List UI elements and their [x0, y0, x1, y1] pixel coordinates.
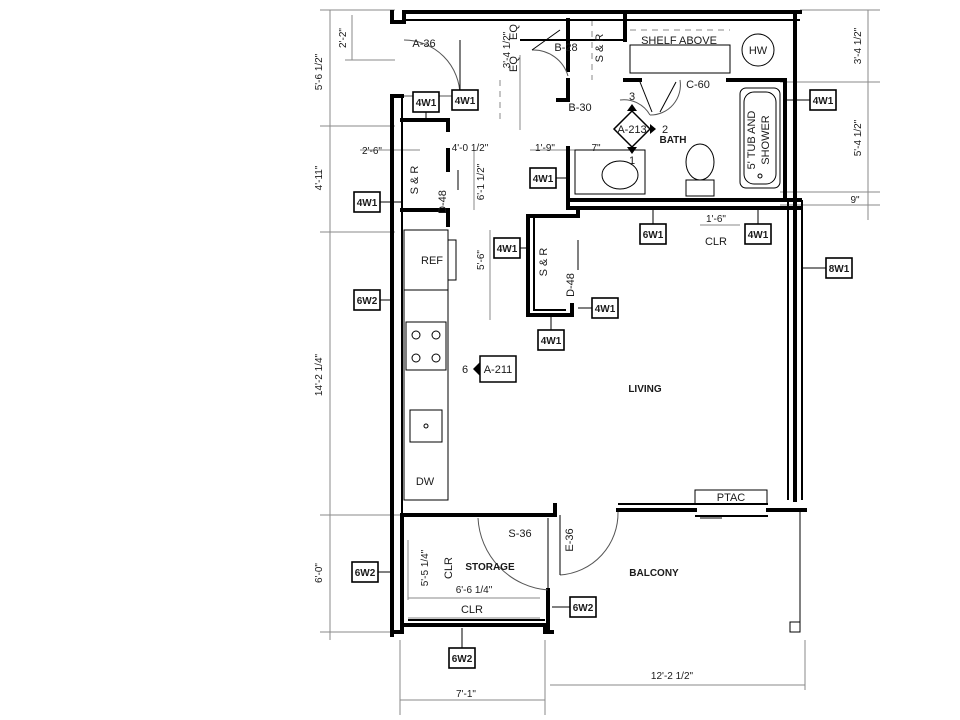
- svg-text:6W2: 6W2: [357, 296, 378, 307]
- svg-text:6W2: 6W2: [452, 654, 473, 665]
- clearance-label-bath: CLR: [705, 236, 727, 248]
- wall-tag-4w1-d: 4W1: [529, 167, 568, 189]
- wall-tag-8w1: 8W1: [802, 257, 853, 279]
- water-heater-label: HW: [749, 45, 768, 57]
- dim-1-9: 1'-9": [535, 143, 555, 154]
- wall-tag-6w2-b: 6W2: [351, 561, 392, 583]
- bath-fixtures: [574, 29, 781, 197]
- wall-tag-6w1: 6W1: [639, 208, 667, 245]
- door-label-s36: S-36: [508, 528, 531, 540]
- dim-3-4-half-left: 3'-4 1/2": [502, 31, 513, 68]
- svg-text:4W1: 4W1: [533, 174, 554, 185]
- dim-9: 9": [850, 195, 860, 206]
- dim-14-2-qtr: 14'-2 1/4": [314, 353, 325, 396]
- shelf-rod-label-top: S & R: [594, 34, 606, 63]
- svg-text:6W2: 6W2: [355, 568, 376, 579]
- wall-tag-4w1-c: 4W1: [353, 191, 402, 213]
- eq-label-2: EQ: [508, 56, 520, 72]
- door-label-a36: A-36: [412, 38, 435, 50]
- wall-tag-4w1-f: 4W1: [578, 297, 619, 319]
- shelf-rod-label-hall: S & R: [409, 166, 421, 195]
- dishwasher-label: DW: [416, 476, 435, 488]
- svg-text:4W1: 4W1: [455, 96, 476, 107]
- svg-text:6W1: 6W1: [643, 230, 664, 241]
- section-num-6: 6: [462, 364, 468, 376]
- section-num-1: 1: [629, 155, 635, 167]
- clearance-label-storage-horizontal: CLR: [461, 604, 483, 616]
- wall-tag-6w2-a: 6W2: [353, 289, 392, 311]
- door-label-c60: C-60: [686, 79, 710, 91]
- svg-text:4W1: 4W1: [497, 244, 518, 255]
- room-label-bath: BATH: [659, 135, 686, 146]
- dim-5-4-half: 5'-4 1/2": [853, 119, 864, 156]
- shelf-rod-label-closet: S & R: [538, 248, 550, 277]
- section-marker-a213: [612, 104, 656, 154]
- dim-6-6-qtr: 6'-6 1/4": [456, 585, 493, 596]
- room-label-living: LIVING: [628, 384, 662, 395]
- dim-7: 7": [591, 143, 601, 154]
- dim-5-6: 5'-6": [476, 250, 487, 270]
- tub-label-line1: 5' TUB AND: [746, 111, 758, 170]
- wall-tag-4w1-g: 4W1: [537, 315, 565, 351]
- dim-4-11: 4'-11": [314, 165, 325, 190]
- dim-4-0-half: 4'-0 1/2": [452, 143, 489, 154]
- svg-text:8W1: 8W1: [829, 264, 850, 275]
- dim-2-6: 2'-6": [362, 146, 382, 157]
- svg-text:4W1: 4W1: [357, 198, 378, 209]
- shelf-above-label: SHELF ABOVE: [641, 35, 717, 47]
- dim-2-2: 2'-2": [338, 28, 349, 48]
- door-label-e36: E-36: [564, 528, 576, 551]
- door-label-b30: B-30: [568, 102, 591, 114]
- section-label-a213: A-213: [617, 124, 646, 136]
- eq-label-1: EQ: [508, 24, 520, 40]
- dim-5-6-half: 5'-6 1/2": [314, 53, 325, 90]
- dim-7-1: 7'-1": [456, 689, 476, 700]
- svg-text:4W1: 4W1: [595, 304, 616, 315]
- dim-3-4-half-right: 3'-4 1/2": [853, 27, 864, 64]
- tub-label-line2: SHOWER: [760, 115, 772, 165]
- svg-text:6W2: 6W2: [573, 603, 594, 614]
- door-label-d48-hall: D-48: [437, 190, 449, 214]
- section-num-3: 3: [629, 91, 635, 103]
- ptac-label: PTAC: [717, 492, 746, 504]
- wall-tag-6w2-d: 6W2: [448, 628, 476, 669]
- svg-text:4W1: 4W1: [416, 98, 437, 109]
- section-marker-a211: [473, 355, 517, 383]
- door-label-d48-closet: D-48: [565, 273, 577, 297]
- dim-1-6: 1'-6": [706, 214, 726, 225]
- wall-tag-4w1-b: 4W1: [451, 89, 479, 111]
- section-num-2: 2: [662, 124, 668, 136]
- dim-6-0: 6'-0": [314, 563, 325, 583]
- refrigerator-label: REF: [421, 255, 443, 267]
- svg-text:4W1: 4W1: [541, 336, 562, 347]
- wall-tag-6w2-c: 6W2: [552, 596, 597, 618]
- door-swings: [403, 29, 722, 592]
- svg-text:4W1: 4W1: [748, 230, 769, 241]
- room-label-storage: STORAGE: [465, 562, 515, 573]
- wall-tag-4w1-e: 4W1: [493, 237, 528, 259]
- dim-6-1-half: 6'-1 1/2": [476, 163, 487, 200]
- wall-tag-4w1-h: 4W1: [744, 208, 772, 245]
- room-label-balcony: BALCONY: [629, 568, 679, 579]
- ptac-unit: [694, 489, 768, 505]
- dim-5-5-qtr: 5'-5 1/4": [420, 549, 431, 586]
- walls: [390, 10, 807, 637]
- dim-12-2-half: 12'-2 1/2": [651, 671, 694, 682]
- svg-text:4W1: 4W1: [813, 96, 834, 107]
- clearance-label-storage-vertical: CLR: [443, 557, 455, 579]
- wall-tag-4w1-a: 4W1: [412, 91, 440, 120]
- kitchen: [403, 229, 457, 501]
- section-label-a211: A-211: [484, 364, 513, 376]
- wall-tag-4w1-i: 4W1: [785, 89, 837, 111]
- door-label-b28: B-28: [554, 42, 577, 54]
